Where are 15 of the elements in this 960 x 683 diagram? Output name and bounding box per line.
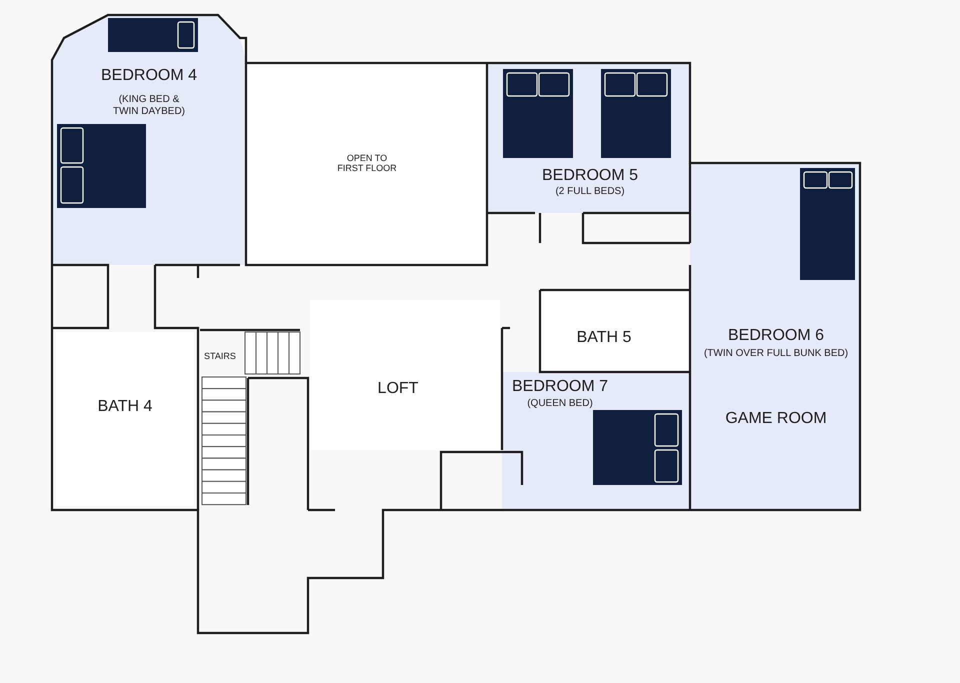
room-note: OPEN TO FIRST FLOOR	[336, 153, 398, 174]
room-label: BEDROOM 7	[510, 378, 609, 396]
room-label: LOFT	[376, 380, 420, 398]
room-label: BATH 5	[576, 329, 632, 348]
stairs-label: STAIRS	[204, 351, 236, 361]
room-note: (KING BED & TWIN DAYBED)	[112, 94, 186, 117]
room-label: GAME ROOM	[724, 410, 828, 428]
room-label: BEDROOM 5	[540, 167, 639, 186]
room-area	[310, 300, 500, 450]
room-label: BEDROOM 4	[100, 67, 198, 86]
room-note: (QUEEN BED)	[526, 398, 594, 410]
room-note: (TWIN OVER FULL BUNK BED)	[702, 348, 850, 360]
room-label: BEDROOM 6	[726, 327, 825, 346]
room-label: BATH 4	[96, 398, 154, 416]
room-note: (2 FULL BEDS)	[554, 186, 626, 198]
